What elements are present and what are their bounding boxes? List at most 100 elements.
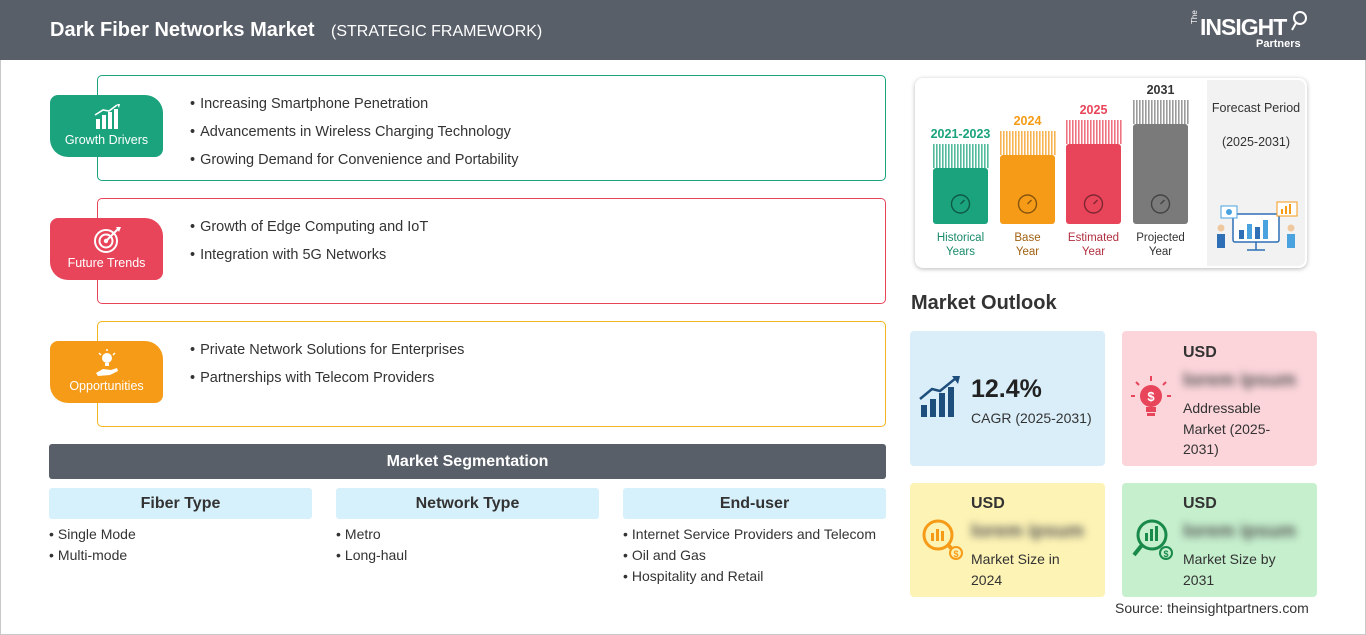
bar-stripe	[1087, 120, 1089, 144]
bar-stripe	[1069, 120, 1071, 144]
bar-stripe	[957, 144, 959, 168]
growth-drivers-label: Growth Drivers	[64, 133, 149, 147]
history-icon-hand	[960, 199, 965, 205]
logo-partners-text: Partners	[1256, 38, 1301, 50]
lightbulb-hand-icon	[95, 349, 118, 376]
list-item: Integration with 5G Networks	[190, 247, 428, 275]
segment-network-type: Network Type Metro Long-haul	[336, 488, 599, 568]
bar-stripe	[1172, 100, 1174, 124]
market-segmentation-title: Market Segmentation	[49, 444, 886, 479]
bar-stripe	[933, 144, 935, 168]
bar-stripe	[966, 144, 968, 168]
bar-stripe	[1075, 120, 1077, 144]
bar-stripe	[963, 144, 965, 168]
market-size-2024-value: lorem ipsum	[971, 521, 1084, 542]
bar-stripe	[978, 144, 980, 168]
bar-stripe	[969, 144, 971, 168]
usd-label: USD	[1183, 344, 1217, 361]
timeline-year-label: 2031	[1147, 83, 1175, 97]
svg-text:$: $	[1147, 389, 1155, 404]
bar-stripe	[948, 144, 950, 168]
market-size-2031-card: USD lorem ipsum Market Size by 2031 $	[1122, 483, 1317, 597]
bar-stripe	[1096, 120, 1098, 144]
opportunities-label: Opportunities	[69, 379, 144, 393]
bar-stripe	[1054, 131, 1056, 155]
timeline-bar	[933, 168, 988, 224]
insight-partners-logo[interactable]: The INSIGHT Partners	[1190, 10, 1310, 54]
bar-stripe	[936, 144, 938, 168]
market-size-2031-value: lorem ipsum	[1183, 521, 1296, 542]
list-item: Internet Service Providers and Telecom	[623, 526, 886, 547]
bar-stripe	[1142, 100, 1144, 124]
bar-stripe	[1163, 100, 1165, 124]
bar-stripe	[1102, 120, 1104, 144]
addressable-market-label: Addressable Market (2025-2031)	[1183, 400, 1271, 457]
bar-stripe	[1105, 120, 1107, 144]
bar-stripe	[1166, 100, 1168, 124]
segment-header: End-user	[623, 488, 886, 519]
usd-label: USD	[971, 495, 1005, 512]
gears-icon	[1083, 194, 1104, 214]
timeline-bars: 2021-2023HistoricalYears2024BaseYear2025…	[931, 83, 1189, 258]
presentation-icon-hand	[1160, 199, 1165, 205]
bar-stripe	[1051, 131, 1053, 155]
bar-stripe	[1027, 131, 1029, 155]
bar-stripe	[1039, 131, 1041, 155]
bar-stripe	[1018, 131, 1020, 155]
list-item: Oil and Gas	[623, 547, 886, 568]
bar-stripe	[1012, 131, 1014, 155]
bar-stripe	[1151, 100, 1153, 124]
bar-stripe	[972, 144, 974, 168]
bar-stripe	[984, 144, 986, 168]
bar-stripe	[1030, 131, 1032, 155]
bar-stripe	[1021, 131, 1023, 155]
bar-stripe	[1181, 100, 1183, 124]
market-outlook-title: Market Outlook	[911, 292, 1057, 314]
svg-text:$: $	[953, 549, 958, 559]
bar-stripe	[1099, 120, 1101, 144]
source-credit: Source: theinsightpartners.com	[1115, 600, 1309, 616]
analytics-people-icon	[1217, 201, 1298, 251]
timeline-year-label: 2025	[1080, 103, 1108, 117]
list-item: Growth of Edge Computing and IoT	[190, 219, 428, 247]
list-item: Partnerships with Telecom Providers	[190, 370, 464, 398]
opportunities-badge: Opportunities	[50, 341, 163, 403]
svg-text:$: $	[1163, 549, 1168, 559]
timeline-bar	[1000, 155, 1055, 224]
bar-stripe	[1090, 120, 1092, 144]
bar-stripe	[1036, 131, 1038, 155]
bar-stripe	[1114, 120, 1116, 144]
cagr-card: 12.4% CAGR (2025-2031)	[910, 331, 1105, 466]
bar-stripe	[1072, 120, 1074, 144]
gears-icon-hand	[1093, 199, 1098, 205]
calendar-icon-hand	[1027, 199, 1032, 205]
list-item: Advancements in Wireless Charging Techno…	[190, 124, 518, 152]
cagr-label: CAGR (2025-2031)	[971, 410, 1092, 426]
opportunities-box: Private Network Solutions for Enterprise…	[97, 321, 886, 427]
bar-growth-icon	[94, 104, 120, 129]
history-icon	[950, 194, 971, 214]
timeline-label-line1: Historical	[937, 232, 984, 244]
bar-stripe	[1084, 120, 1086, 144]
bar-stripe	[1178, 100, 1180, 124]
growth-drivers-list: Increasing Smartphone Penetration Advanc…	[190, 96, 518, 180]
segment-header: Fiber Type	[49, 488, 312, 519]
future-trends-badge: Future Trends	[50, 218, 163, 280]
growth-chart-icon	[919, 376, 960, 417]
bar-stripe	[1139, 100, 1141, 124]
segment-list: Internet Service Providers and Telecom O…	[623, 526, 886, 589]
bar-stripe	[1108, 120, 1110, 144]
forecast-period-title: Forecast Period	[1211, 101, 1301, 115]
future-trends-label: Future Trends	[67, 256, 146, 270]
bar-stripe	[939, 144, 941, 168]
bar-stripe	[1024, 131, 1026, 155]
timeline-label-line2: Year	[1149, 246, 1172, 258]
bar-stripe	[1042, 131, 1044, 155]
list-item: Private Network Solutions for Enterprise…	[190, 342, 464, 370]
timeline-bar	[1066, 144, 1121, 224]
logo-the-text: The	[1190, 10, 1199, 24]
timeline-label-line2: Year	[1082, 246, 1105, 258]
bar-stripe	[1009, 131, 1011, 155]
growth-drivers-box: Increasing Smartphone Penetration Advanc…	[97, 75, 886, 181]
